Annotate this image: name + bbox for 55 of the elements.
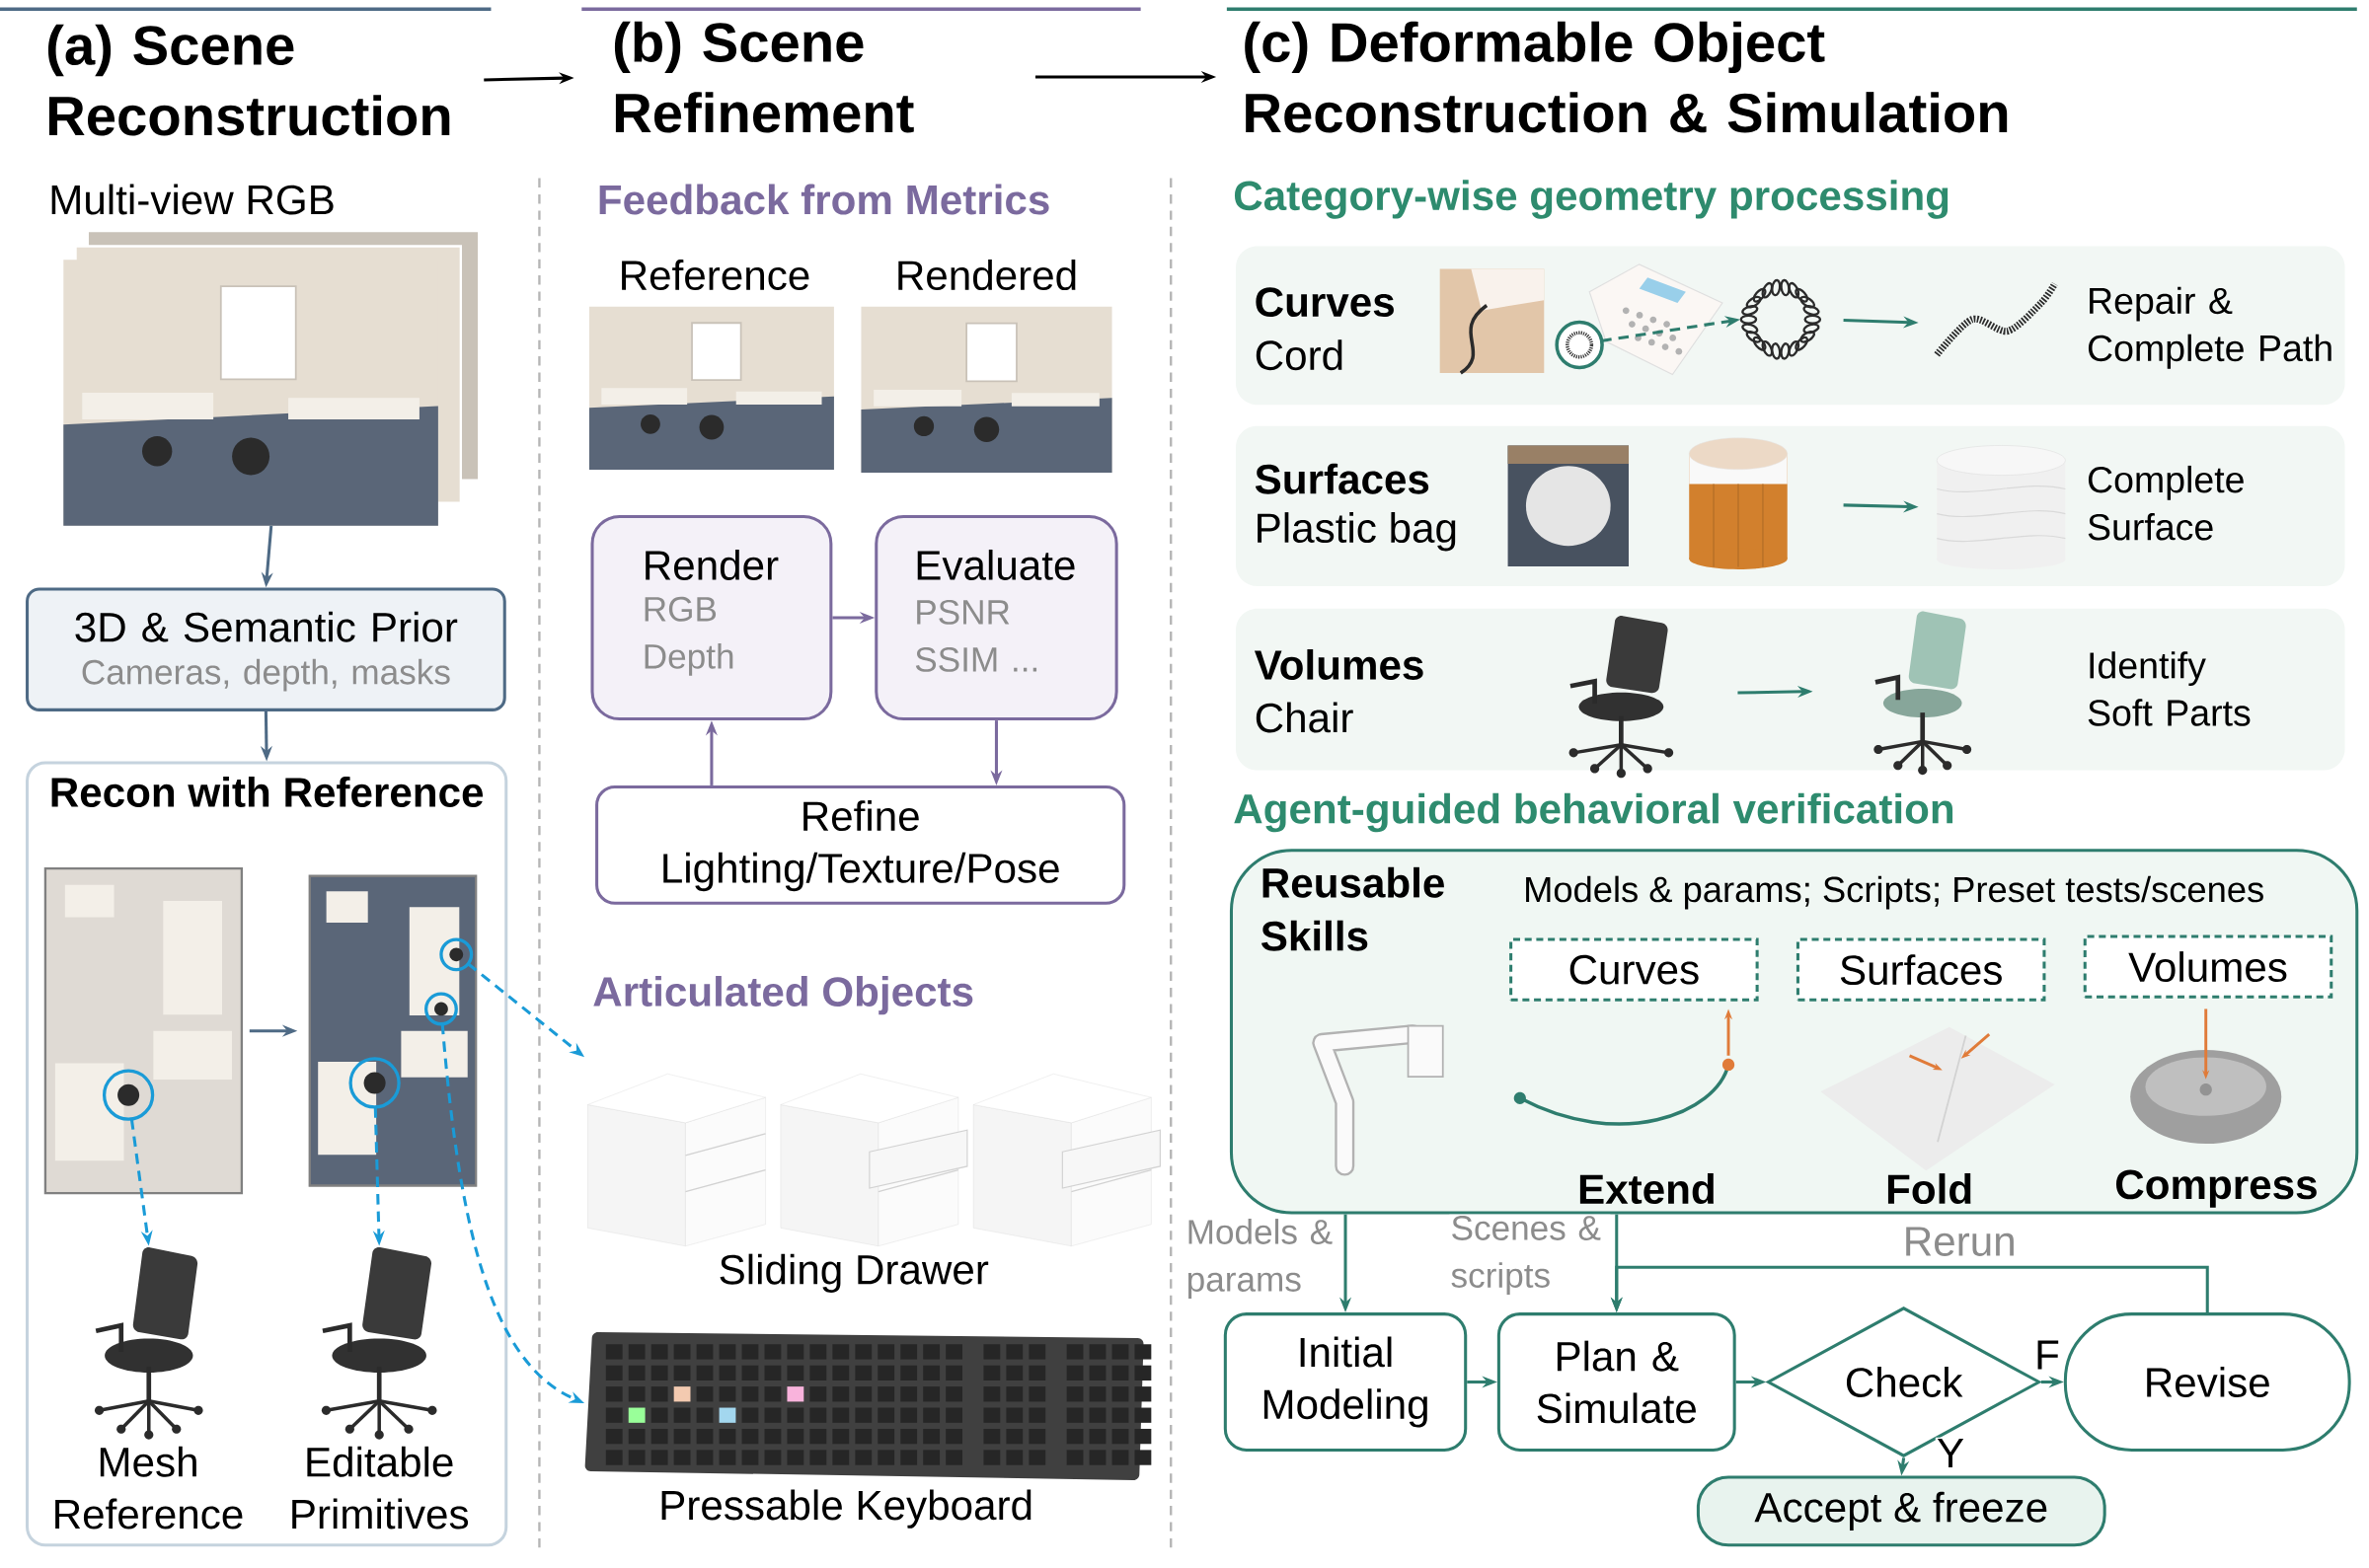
coil-drawing xyxy=(1739,278,1822,360)
section-heading: (b) Scene Refinement xyxy=(614,21,914,133)
process-box: Surfaces xyxy=(1796,937,2046,1002)
edge-label: Models & params xyxy=(1184,1218,1338,1301)
process-box: Initial Modeling xyxy=(1223,1312,1468,1453)
row-heading: Curves xyxy=(1256,287,1394,318)
chair-drawing xyxy=(1873,611,1972,776)
robot-arm-drawing xyxy=(1312,1024,1444,1176)
coil-drawing xyxy=(1934,282,2058,357)
process-box: Plan & Simulate xyxy=(1496,1312,1736,1453)
picture-label: Rendered xyxy=(898,260,1076,291)
picture-label: Mesh Reference xyxy=(55,1446,243,1530)
edge-label: Rerun xyxy=(1901,1226,2018,1258)
edge-label: Y xyxy=(1935,1437,1966,1469)
row-heading: Surfaces xyxy=(1255,463,1429,494)
picture-label: Pressable Keyboard xyxy=(661,1489,1032,1529)
photo xyxy=(1507,445,1629,567)
section-subheading: Articulated Objects xyxy=(593,976,973,1015)
telephone-drawing xyxy=(1555,263,1723,376)
section-heading: (c) Deformable Object Reconstruction & Simulation xyxy=(1245,21,2008,133)
process-box: Accept & freeze xyxy=(1696,1475,2106,1547)
process-box: Refine Lighting/Texture/Pose xyxy=(595,785,1126,905)
row-subheading: Chair xyxy=(1256,702,1353,733)
row-subheading: Plastic bag xyxy=(1258,512,1456,552)
process-box: Curves xyxy=(1509,937,1759,1002)
chair-drawing xyxy=(1568,616,1674,779)
picture-label: Compress xyxy=(2116,1169,2317,1208)
result-text: Repair & Complete Path xyxy=(2088,286,2331,369)
row-subheading: Cord xyxy=(1256,339,1342,371)
row-heading: Volumes xyxy=(1254,649,1423,681)
picture-label: Extend xyxy=(1579,1173,1714,1205)
edge-label: Scenes & scripts xyxy=(1449,1214,1611,1297)
section-subheading: Category-wise geometry processing xyxy=(1234,180,1949,219)
result-text: Identify Soft Parts xyxy=(2088,651,2251,726)
section-subheading: Agent-guided behavioral verification xyxy=(1234,792,1953,833)
picture-label: Fold xyxy=(1887,1173,1971,1205)
process-box: 3D & Semantic Prior Cameras, depth, masks xyxy=(26,587,506,712)
section-subheading: Feedback from Metrics xyxy=(599,184,1049,215)
picture-label: Multi-view RGB xyxy=(51,184,334,215)
process-box: Evaluate PSNR SSIM ... xyxy=(875,515,1118,721)
picture-label: Editable Primitives xyxy=(292,1446,469,1530)
bin-drawing xyxy=(1936,445,2066,570)
photo xyxy=(1439,268,1545,375)
floor-plan-drawing xyxy=(308,874,478,1187)
process-box: Render RGB Depth xyxy=(590,515,833,721)
picture-label: Reference xyxy=(622,260,809,291)
picture-label: Sliding Drawer xyxy=(720,1253,989,1294)
panel-text: Models & params; Scripts; Preset tests/scenes xyxy=(1526,875,2263,910)
floor-plan-drawing xyxy=(43,867,244,1195)
panel-heading: Reusable Skills xyxy=(1261,866,1444,951)
process-box: Revise xyxy=(2063,1312,2351,1453)
bin-drawing xyxy=(1689,437,1788,570)
result-text: Complete Surface xyxy=(2088,466,2244,541)
process-box: Volumes xyxy=(2083,934,2333,999)
section-heading: (a) Scene Reconstruction xyxy=(47,24,450,136)
